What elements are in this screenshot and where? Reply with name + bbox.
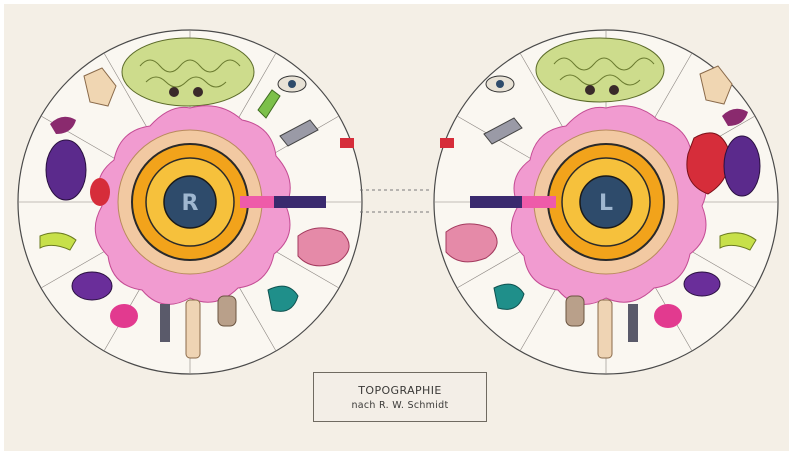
left-lung-organ	[724, 136, 760, 196]
right-spine-organ	[160, 304, 170, 342]
right-brain-zone	[122, 38, 254, 106]
right-spleen-organ	[72, 272, 112, 300]
caption-title: TOPOGRAPHIE	[358, 384, 441, 397]
left-bladder-organ	[654, 304, 682, 328]
right-heart-organ	[90, 178, 110, 206]
right-iris-diagram: R	[18, 30, 362, 374]
left-leg-organ	[598, 300, 612, 358]
right-lung-organ	[46, 140, 86, 200]
left-eye-letter: L	[599, 191, 613, 216]
right-bladder-organ	[110, 304, 138, 328]
left-spleen-organ	[684, 272, 720, 296]
right-eye-letter: R	[182, 191, 199, 216]
right-kidney-organ	[218, 296, 236, 326]
right-throat-organ	[340, 138, 354, 148]
left-kidney-organ	[566, 296, 584, 326]
right-leg-organ	[186, 300, 200, 358]
caption-subtitle: nach R. W. Schmidt	[351, 400, 448, 411]
left-iris-diagram: L	[434, 30, 778, 374]
caption-box: TOPOGRAPHIE nach R. W. Schmidt	[313, 372, 487, 422]
left-spine-organ	[628, 304, 638, 342]
left-throat-organ	[440, 138, 454, 148]
left-brain-zone	[536, 38, 664, 102]
